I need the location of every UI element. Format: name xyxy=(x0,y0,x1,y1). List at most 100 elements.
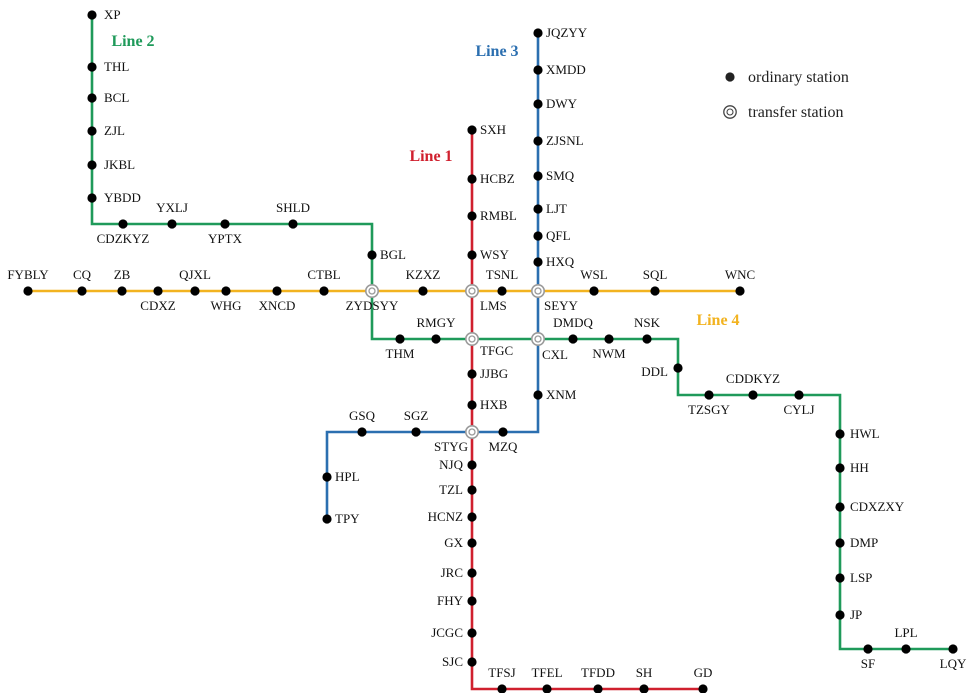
station-qfl[interactable]: QFL xyxy=(533,228,571,243)
station-tfdd[interactable]: TFDD xyxy=(581,665,615,693)
station-cdxz[interactable]: CDXZ xyxy=(140,286,176,313)
station-ybdd[interactable]: YBDD xyxy=(87,190,141,205)
station-hpl[interactable]: HPL xyxy=(322,469,360,484)
station-ljt[interactable]: LJT xyxy=(533,201,567,216)
ordinary-station-marker xyxy=(431,334,441,344)
station-thm[interactable]: THM xyxy=(386,334,415,361)
station-hh[interactable]: HH xyxy=(835,460,869,475)
station-sql[interactable]: SQL xyxy=(643,267,668,296)
station-zb[interactable]: ZB xyxy=(114,267,131,296)
station-wsl[interactable]: WSL xyxy=(580,267,608,296)
station-xmdd[interactable]: XMDD xyxy=(533,62,586,77)
station-nsk[interactable]: NSK xyxy=(634,315,661,344)
station-xnm[interactable]: XNM xyxy=(533,387,577,402)
station-xp[interactable]: XP xyxy=(87,7,121,22)
ordinary-station-marker xyxy=(87,93,97,103)
station-thl[interactable]: THL xyxy=(87,59,129,74)
station-wsy[interactable]: WSY xyxy=(467,247,510,262)
station-tpy[interactable]: TPY xyxy=(322,511,360,526)
ordinary-station-marker xyxy=(533,204,543,214)
station-label: CXL xyxy=(542,347,568,362)
station-jcgc[interactable]: JCGC xyxy=(431,625,477,640)
station-cdzkyz[interactable]: CDZKYZ xyxy=(97,219,150,246)
station-dmp[interactable]: DMP xyxy=(835,535,878,550)
station-kzxz[interactable]: KZXZ xyxy=(406,267,441,296)
station-lsp[interactable]: LSP xyxy=(835,570,872,585)
station-smq[interactable]: SMQ xyxy=(533,168,575,183)
station-bcl[interactable]: BCL xyxy=(87,90,129,105)
station-sf[interactable]: SF xyxy=(861,644,875,671)
station-jrc[interactable]: JRC xyxy=(441,565,477,580)
station-mzq[interactable]: MZQ xyxy=(489,427,519,454)
station-label: XNM xyxy=(546,387,577,402)
station-nwm[interactable]: NWM xyxy=(592,334,626,361)
line1-route xyxy=(470,130,703,691)
station-njq[interactable]: NJQ xyxy=(439,457,477,472)
station-dwy[interactable]: DWY xyxy=(533,96,578,111)
station-rmgy[interactable]: RMGY xyxy=(416,315,456,344)
station-label: FHY xyxy=(437,593,464,608)
ordinary-station-marker xyxy=(642,334,652,344)
station-dmdq[interactable]: DMDQ xyxy=(553,315,593,344)
station-label: GX xyxy=(444,535,463,550)
station-seyy[interactable]: SEYY xyxy=(530,283,579,313)
station-zjl[interactable]: ZJL xyxy=(87,123,125,138)
station-gx[interactable]: GX xyxy=(444,535,477,550)
station-jqzyy[interactable]: JQZYY xyxy=(533,25,588,40)
station-fybly[interactable]: FYBLY xyxy=(7,267,49,296)
line2-label: Line 2 xyxy=(111,33,154,50)
station-cddkyz[interactable]: CDDKYZ xyxy=(726,371,780,400)
station-cylj[interactable]: CYLJ xyxy=(783,390,815,417)
station-label: TPY xyxy=(335,511,360,526)
station-lms[interactable]: LMS xyxy=(464,283,507,313)
station-xncd[interactable]: XNCD xyxy=(259,286,296,313)
station-hxb[interactable]: HXB xyxy=(467,397,508,412)
station-tfel[interactable]: TFEL xyxy=(531,665,563,693)
station-hwl[interactable]: HWL xyxy=(835,426,880,441)
station-zjsnl[interactable]: ZJSNL xyxy=(533,133,584,148)
station-lpl[interactable]: LPL xyxy=(894,625,918,654)
station-tfsj[interactable]: TFSJ xyxy=(488,665,516,693)
ordinary-station-marker xyxy=(87,62,97,72)
station-ddl[interactable]: DDL xyxy=(641,363,683,379)
station-bgl[interactable]: BGL xyxy=(367,247,406,262)
station-gsq[interactable]: GSQ xyxy=(349,408,376,437)
station-sjc[interactable]: SJC xyxy=(442,654,477,669)
station-gd[interactable]: GD xyxy=(694,665,713,693)
station-tzl[interactable]: TZL xyxy=(439,482,477,497)
station-shld[interactable]: SHLD xyxy=(276,200,310,229)
station-cq[interactable]: CQ xyxy=(73,267,92,296)
station-tfgc[interactable]: TFGC xyxy=(464,331,513,358)
station-cdxzxy[interactable]: CDXZXY xyxy=(835,499,905,514)
station-tzsgy[interactable]: TZSGY xyxy=(688,390,731,417)
station-lqy[interactable]: LQY xyxy=(940,644,967,671)
station-sxh[interactable]: SXH xyxy=(467,122,506,137)
station-cxl[interactable]: CXL xyxy=(530,331,568,362)
station-tsnl[interactable]: TSNL xyxy=(486,267,519,296)
station-ctbl[interactable]: CTBL xyxy=(307,267,341,296)
station-sgz[interactable]: SGZ xyxy=(404,408,429,437)
station-yxlj[interactable]: YXLJ xyxy=(156,200,188,229)
transfer-station-inner xyxy=(468,335,476,343)
station-hcbz[interactable]: HCBZ xyxy=(467,171,515,186)
ordinary-station-marker xyxy=(467,211,477,221)
station-hxq[interactable]: HXQ xyxy=(533,254,575,269)
station-jp[interactable]: JP xyxy=(835,607,862,622)
station-jjbg[interactable]: JJBG xyxy=(467,366,508,381)
station-qjxl[interactable]: QJXL xyxy=(179,267,211,296)
station-whg[interactable]: WHG xyxy=(210,286,242,313)
station-yptx[interactable]: YPTX xyxy=(208,219,243,246)
station-sh[interactable]: SH xyxy=(636,665,653,693)
station-zydsyy[interactable]: ZYDSYY xyxy=(346,283,399,313)
station-fhy[interactable]: FHY xyxy=(437,593,477,608)
station-hcnz[interactable]: HCNZ xyxy=(428,509,477,524)
station-wnc[interactable]: WNC xyxy=(725,267,755,296)
station-rmbl[interactable]: RMBL xyxy=(467,208,517,223)
station-jkbl[interactable]: JKBL xyxy=(87,157,135,172)
transfer-station-inner xyxy=(534,287,542,295)
station-styg[interactable]: STYG xyxy=(434,424,479,454)
ordinary-station-marker xyxy=(467,538,477,548)
station-label: WSL xyxy=(580,267,608,282)
ordinary-station-marker xyxy=(322,514,332,524)
